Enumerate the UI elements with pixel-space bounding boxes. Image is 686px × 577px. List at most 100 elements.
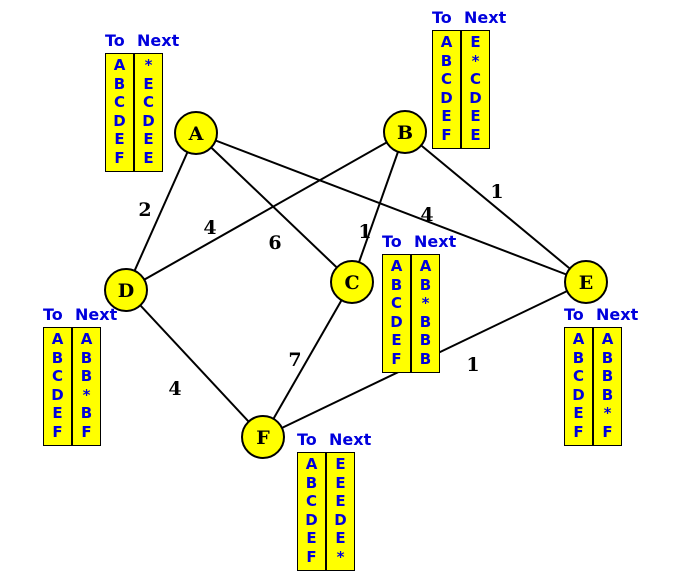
table-cell: E xyxy=(573,404,584,422)
table-cell: B xyxy=(80,348,93,367)
table-cell: A xyxy=(419,257,432,275)
node-circle xyxy=(104,268,148,312)
header-next: Next xyxy=(596,305,639,324)
table-cell: D xyxy=(390,312,403,331)
table-cell: B xyxy=(419,349,432,368)
node-e: E xyxy=(564,260,608,304)
node-c: C xyxy=(330,260,374,304)
table-cell: F xyxy=(573,422,584,441)
table-cell: B xyxy=(601,385,614,404)
table-cell: F xyxy=(306,547,317,566)
table-cell: E xyxy=(335,529,346,547)
table-cell: A xyxy=(80,330,93,348)
header-next: Next xyxy=(329,430,372,449)
table-cell: * xyxy=(603,404,612,422)
routing-table-header: To Next xyxy=(382,232,456,251)
edge-c-f xyxy=(262,281,353,438)
node-f: F xyxy=(241,415,285,459)
table-cell: B xyxy=(390,275,403,294)
table-cell: E xyxy=(470,107,481,125)
table-cell: D xyxy=(142,111,155,130)
edge-d-f xyxy=(125,289,264,438)
table-cell: F xyxy=(602,422,613,441)
table-cell: D xyxy=(305,510,318,529)
node-label: C xyxy=(344,272,359,294)
table-cell: B xyxy=(80,367,93,385)
table-cell: C xyxy=(51,367,63,385)
table-cell: E xyxy=(391,331,402,349)
table-cell: B xyxy=(419,312,432,331)
header-to: To xyxy=(43,305,63,324)
table-cell: C xyxy=(469,70,481,88)
header-next: Next xyxy=(414,232,457,251)
node-a: A xyxy=(174,111,218,155)
edge-a-d xyxy=(125,132,197,291)
table-cell: D xyxy=(469,88,482,107)
header-next: Next xyxy=(137,31,180,50)
table-cell: E xyxy=(335,473,346,492)
table-cell: E xyxy=(335,492,346,510)
edge-weight-b-d: 4 xyxy=(203,217,216,239)
table-cell: F xyxy=(114,148,125,167)
routing-table-header: To Next xyxy=(105,31,179,50)
table-cell: E xyxy=(441,107,452,125)
table-cell: B xyxy=(419,331,432,349)
header-to: To xyxy=(564,305,584,324)
header-to: To xyxy=(432,8,452,27)
table-cell: C xyxy=(142,93,154,111)
table-cell: E xyxy=(114,130,125,148)
node-label: F xyxy=(256,427,270,449)
node-b: B xyxy=(383,110,427,154)
table-cell: D xyxy=(51,385,64,404)
node-label: A xyxy=(188,123,204,145)
header-to: To xyxy=(382,232,402,251)
table-cell: B xyxy=(80,404,93,422)
table-cell: F xyxy=(52,422,63,441)
table-cell: E xyxy=(470,33,481,51)
edge-weight-c-f: 7 xyxy=(288,349,301,371)
table-cell: * xyxy=(421,294,430,312)
edge-b-d xyxy=(125,131,406,291)
node-circle xyxy=(564,260,608,304)
table-cell: B xyxy=(601,367,614,385)
node-circle xyxy=(383,110,427,154)
header-to: To xyxy=(297,430,317,449)
table-cell: * xyxy=(336,547,345,566)
node-label: E xyxy=(579,272,593,294)
table-cell: F xyxy=(391,349,402,368)
routing-table-header: To Next xyxy=(564,305,638,324)
table-cell: E xyxy=(143,74,154,93)
edge-b-e xyxy=(404,131,587,283)
table-cell: E xyxy=(143,148,154,167)
table-cell: E xyxy=(470,125,481,144)
node-circle xyxy=(174,111,218,155)
table-cell: B xyxy=(51,348,64,367)
header-to: To xyxy=(105,31,125,50)
node-label: D xyxy=(118,280,134,302)
table-cell: A xyxy=(305,455,318,473)
table-cell: * xyxy=(144,56,153,74)
table-cell: D xyxy=(572,385,585,404)
table-cell: C xyxy=(305,492,317,510)
table-cell: E xyxy=(306,529,317,547)
table-cell: F xyxy=(81,422,92,441)
table-cell: E xyxy=(52,404,63,422)
table-cell: B xyxy=(113,74,126,93)
table-cell: * xyxy=(82,385,91,404)
